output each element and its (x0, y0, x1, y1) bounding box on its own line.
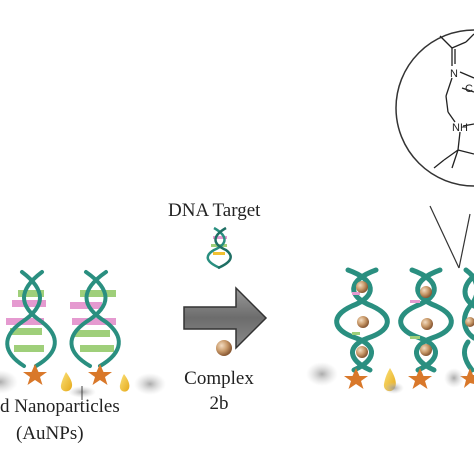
aunps-label-line2: (AuNPs) (16, 423, 84, 444)
droplet-icon (119, 374, 130, 392)
structure-zoom: N C NH (395, 29, 474, 187)
complex-spheres-2 (410, 286, 433, 356)
star-icon (460, 368, 474, 388)
complex-label: Complex 2b (179, 366, 259, 416)
star-icon (344, 368, 368, 389)
dna-target-icon (206, 226, 232, 270)
nanoparticle-shadow (0, 370, 18, 394)
chemical-structure (433, 33, 474, 169)
complex-sphere-icon (465, 317, 474, 327)
reaction-arrow-group (183, 226, 268, 356)
droplet-icon (60, 372, 73, 392)
nanoparticle-shadow (444, 368, 464, 388)
aunps-label-line1: d Nanoparticles (0, 396, 120, 417)
callout-line (458, 213, 471, 269)
callout-line (429, 205, 460, 269)
complex-label-line2: 2b (209, 393, 229, 414)
dna-helix-complex-2 (398, 267, 454, 373)
complex-sphere-icon (216, 340, 232, 356)
star-icon (408, 368, 432, 389)
dna-helix-probe-2 (69, 270, 121, 368)
dna-target-label: DNA Target (168, 200, 261, 221)
zoom-circle (395, 29, 474, 187)
complex-spheres-1 (352, 281, 369, 358)
reaction-arrow (183, 286, 268, 350)
star-icon (88, 364, 112, 385)
nanoparticle-shadow (306, 362, 338, 386)
nanoparticle-shadow (134, 373, 166, 395)
atom-label-n: N (450, 68, 458, 80)
base-pairs-probe-2 (70, 290, 116, 352)
star-icon (23, 364, 47, 385)
complex-label-line1: Complex (184, 368, 254, 389)
atom-label-nh: NH (452, 122, 468, 134)
atom-label-c: C (465, 83, 473, 95)
aunps-label: d Nanoparticles (AuNPs) (0, 393, 120, 447)
dna-helix-complex-1 (334, 267, 390, 373)
dna-helix-probe-1 (5, 270, 57, 368)
aunp-duplex-group (0, 270, 166, 400)
dna-helix-complex-3 (462, 267, 474, 373)
aunp-complex-group (306, 205, 474, 394)
nanoparticle-shadow (384, 382, 404, 394)
